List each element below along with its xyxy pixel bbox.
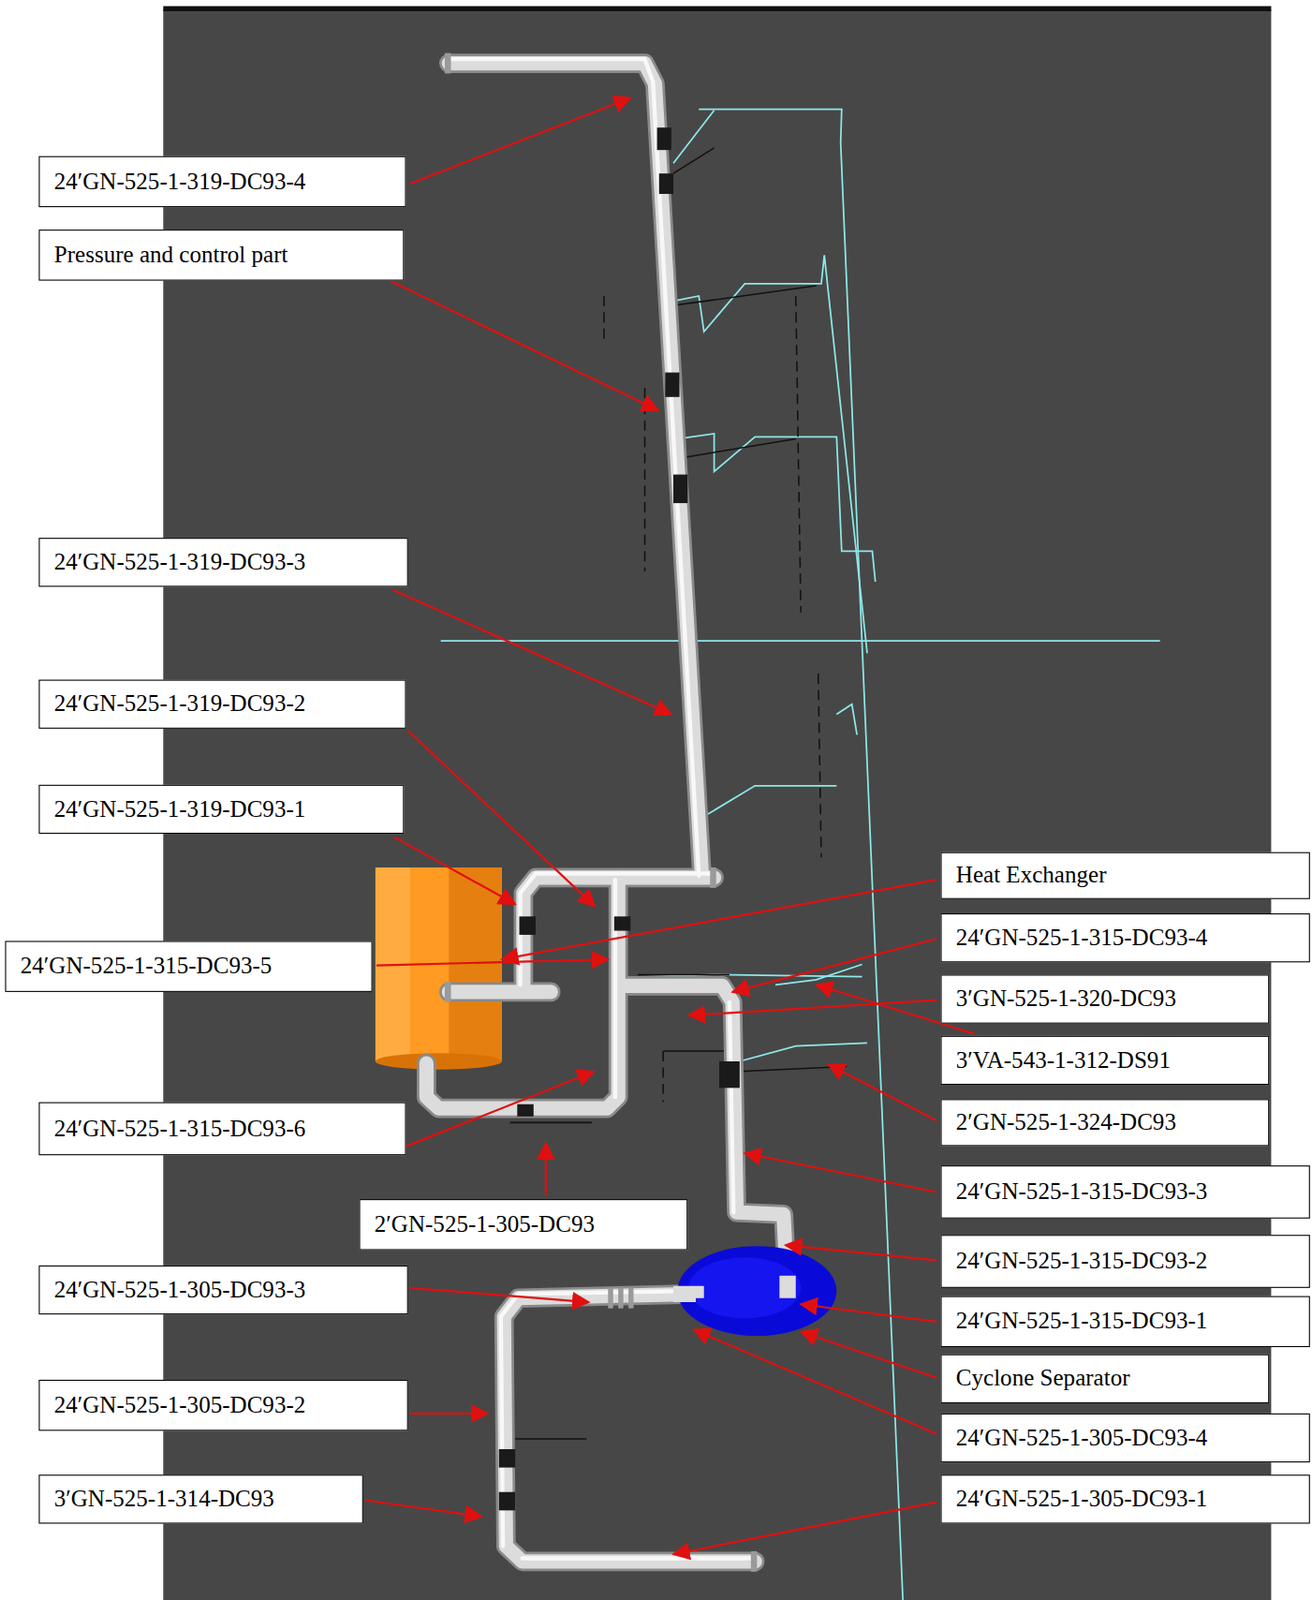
callout-box: 24′GN-525-1-305-DC93-1 [940,1474,1310,1523]
cyclone-separator-highlight [688,1256,801,1318]
callout-box: 24′GN-525-1-305-DC93-4 [940,1413,1310,1462]
callout-text: 24′GN-525-1-315-DC93-2 [956,1247,1209,1274]
callout-text: 3′GN-525-1-314-DC93 [54,1485,275,1512]
callout-box: 24′GN-525-1-305-DC93-3 [38,1265,408,1314]
callout-text: Heat Exchanger [956,862,1107,889]
callout-box: 24′GN-525-1-315-DC93-1 [940,1296,1310,1347]
callout-text: 3′GN-525-1-320-DC93 [956,985,1177,1012]
callout-box: 24′GN-525-1-315-DC93-2 [940,1234,1310,1288]
callout-box: Pressure and control part [38,229,404,281]
callout-text: 24′GN-525-1-319-DC93-2 [54,691,307,718]
callout-text: Cyclone Separator [956,1365,1131,1392]
callout-box: 3′GN-525-1-320-DC93 [940,973,1269,1023]
callout-text: 24′GN-525-1-305-DC93-4 [956,1424,1209,1451]
callout-box: Cyclone Separator [940,1354,1269,1403]
callout-text: 24′GN-525-1-315-DC93-6 [54,1115,307,1142]
callout-box: 24′GN-525-1-319-DC93-2 [38,679,406,729]
heat-exchanger [375,867,502,1070]
pipe-stub [779,1275,796,1298]
pipe-sleeves [499,127,740,1510]
callout-text: Pressure and control part [54,241,289,268]
callout-text: 24′GN-525-1-305-DC93-3 [54,1276,307,1303]
callout-text: 3′VA-543-1-312-DS91 [956,1046,1171,1074]
callout-box: 24′GN-525-1-319-DC93-1 [38,784,404,834]
callout-box: 2′GN-525-1-324-DC93 [940,1098,1269,1146]
callout-box: 3′GN-525-1-314-DC93 [38,1474,363,1523]
callout-text: 2′GN-525-1-305-DC93 [374,1210,595,1238]
pipes [426,58,788,1562]
callout-text: 24′GN-525-1-319-DC93-1 [54,796,307,823]
callout-box: 3′VA-543-1-312-DS91 [940,1035,1269,1085]
callout-text: 24′GN-525-1-319-DC93-3 [54,548,307,575]
leader-arrows [365,98,974,1555]
callout-box: 24′GN-525-1-319-DC93-4 [38,156,406,207]
dashed-lines [604,295,822,1184]
callout-box: 24′GN-525-1-305-DC93-2 [38,1379,408,1430]
flange-rings [444,53,757,1572]
callout-text: 24′GN-525-1-315-DC93-4 [956,924,1209,951]
top-bar [162,6,1271,12]
callout-box: 2′GN-525-1-305-DC93 [358,1198,688,1250]
callout-text: 24′GN-525-1-305-DC93-2 [54,1391,307,1418]
callout-box: 24′GN-525-1-315-DC93-3 [940,1164,1310,1219]
callout-box: 24′GN-525-1-315-DC93-6 [38,1102,406,1156]
callout-text: 2′GN-525-1-324-DC93 [956,1108,1177,1136]
callout-text: 24′GN-525-1-315-DC93-1 [956,1308,1209,1335]
callout-box: Heat Exchanger [940,852,1310,900]
callout-text: 24′GN-525-1-305-DC93-1 [956,1485,1209,1512]
callout-box: 24′GN-525-1-319-DC93-3 [38,537,408,587]
pipe-stub [673,1293,696,1298]
callout-text: 24′GN-525-1-315-DC93-3 [956,1178,1209,1205]
callout-text: 24′GN-525-1-315-DC93-5 [20,953,273,980]
callout-box: 24′GN-525-1-315-DC93-5 [4,940,372,991]
callout-box: 24′GN-525-1-315-DC93-4 [940,913,1310,962]
callout-text: 24′GN-525-1-319-DC93-4 [54,168,307,195]
